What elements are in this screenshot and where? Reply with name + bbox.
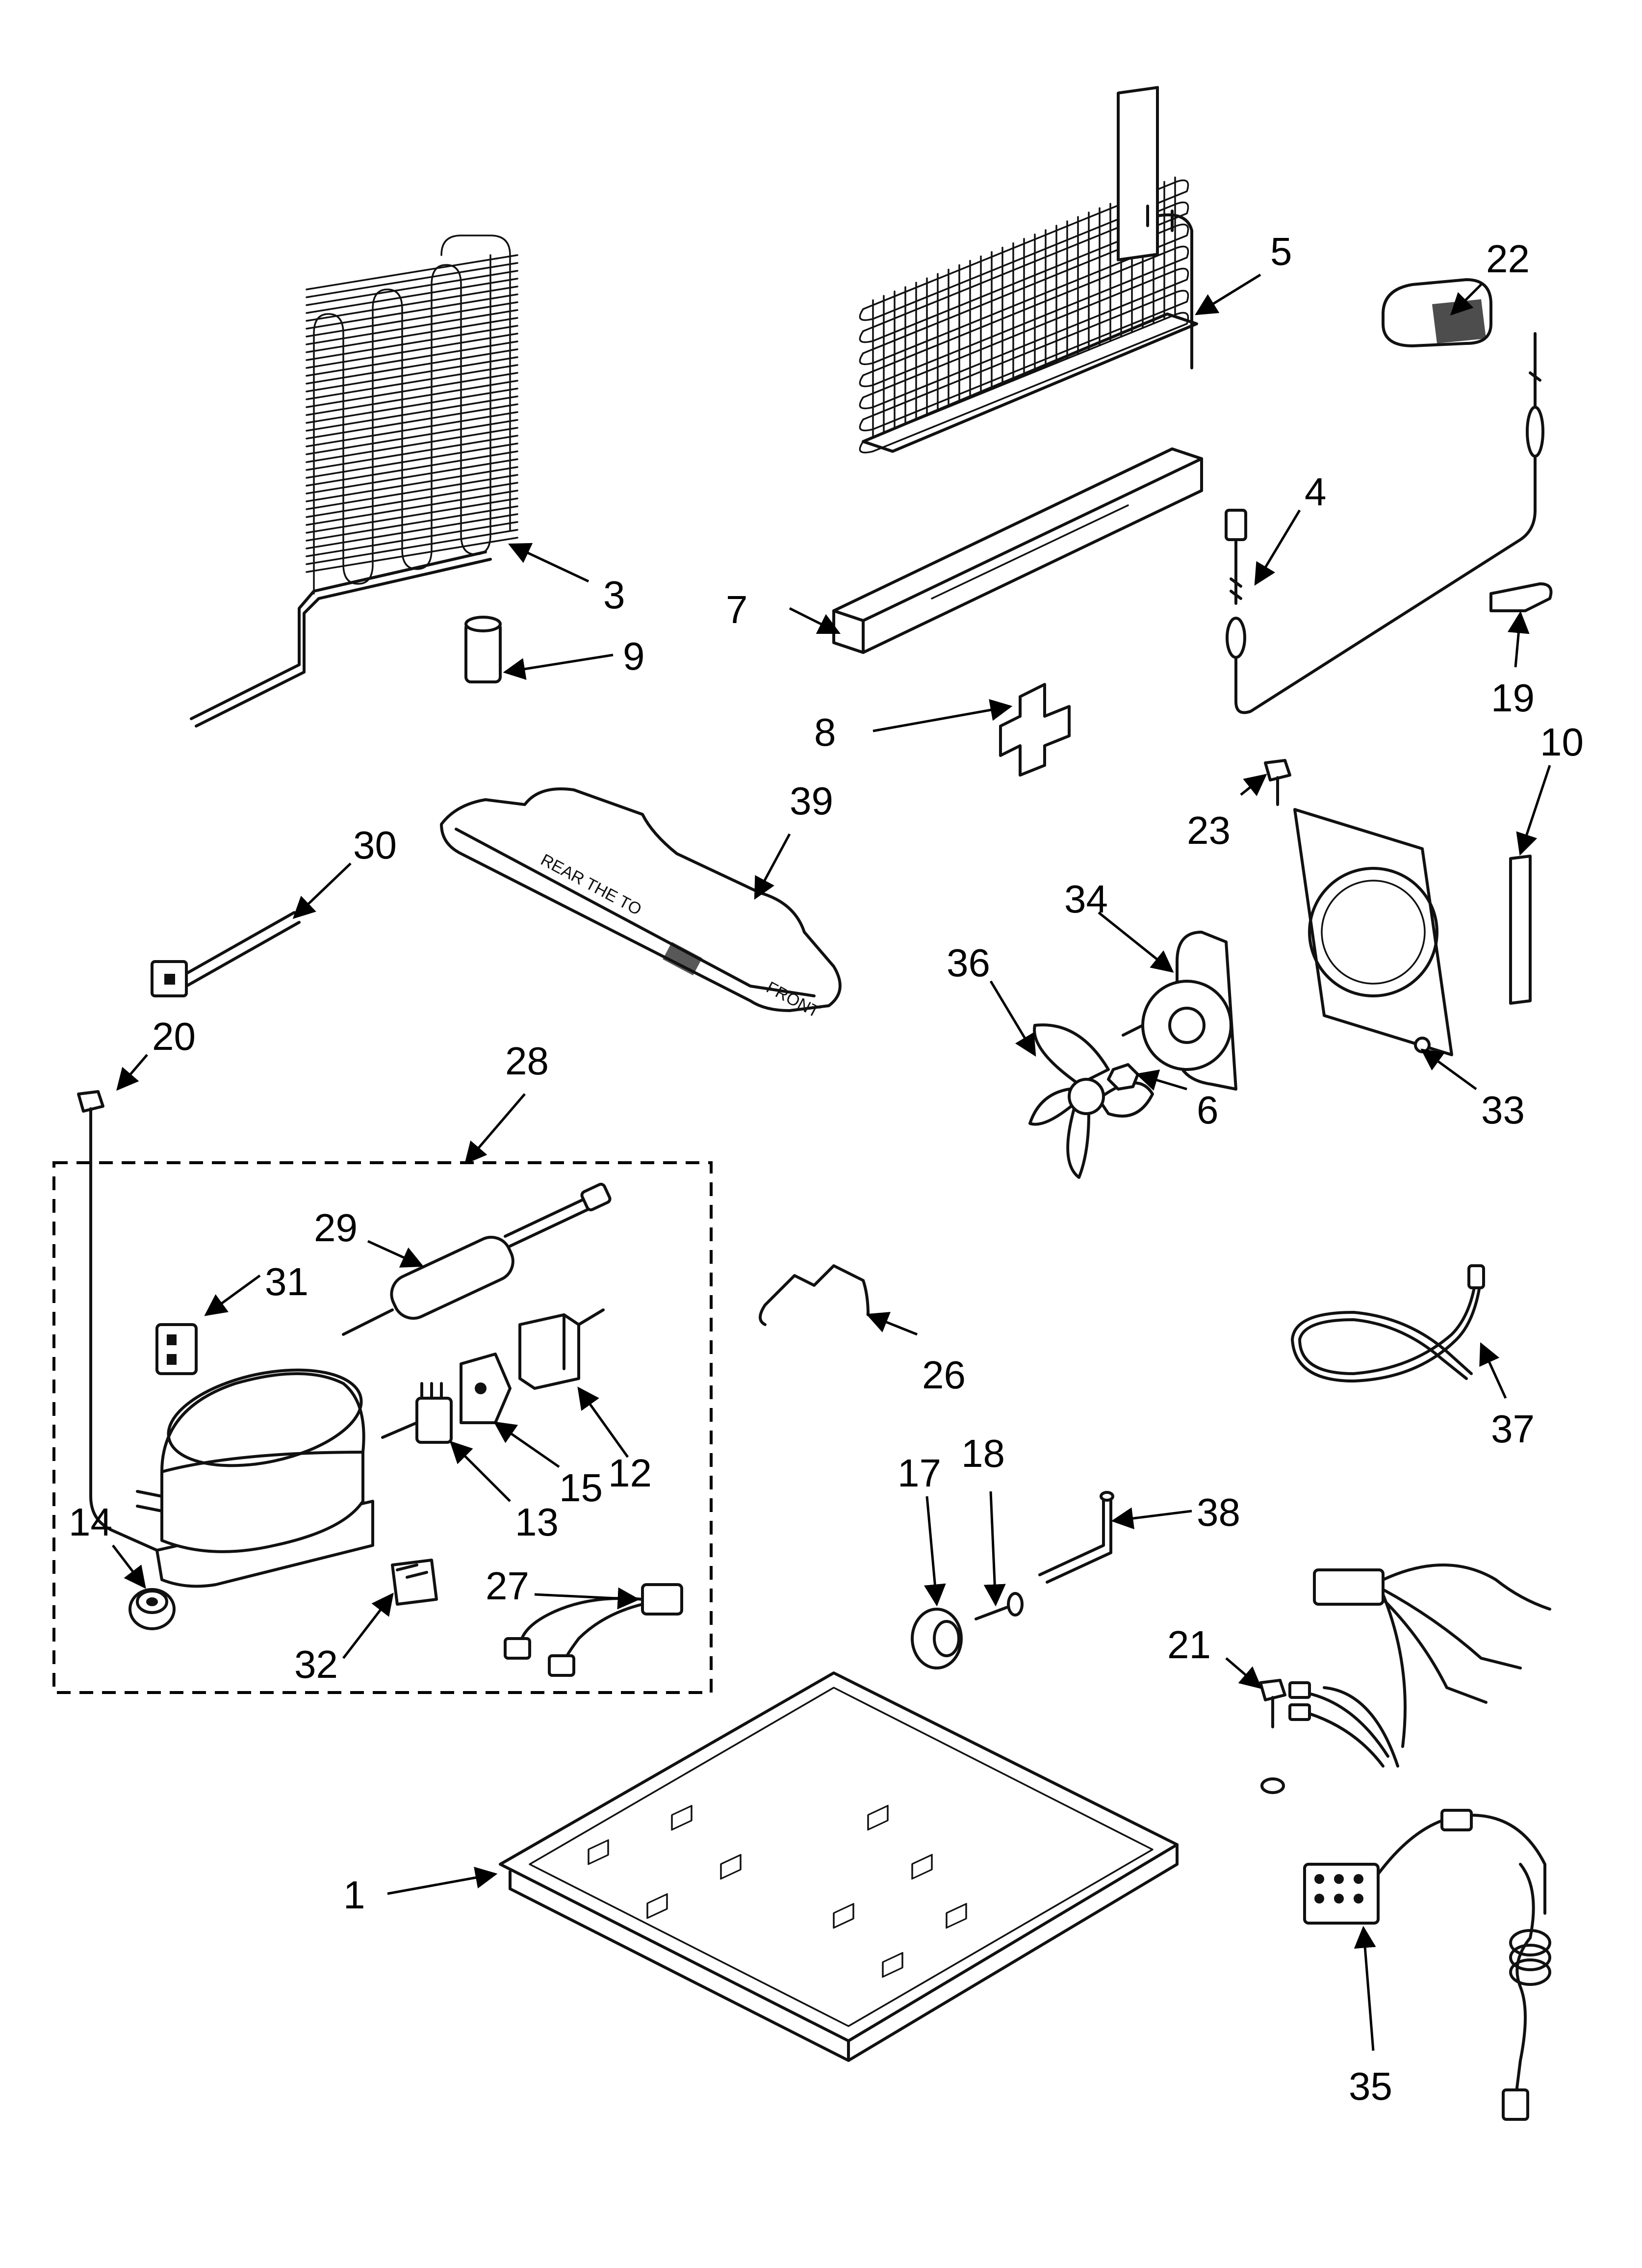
callout-27: 27 [486, 1564, 529, 1608]
callout-4: 4 [1305, 470, 1327, 514]
run-capacitor [391, 1559, 438, 1606]
fan-nut [1107, 1063, 1139, 1091]
relay-cover [518, 1308, 605, 1390]
callout-26: 26 [922, 1353, 966, 1397]
callout-19: 19 [1491, 676, 1535, 720]
drain-pan: REAR THE TO FRONT [440, 787, 842, 1021]
callout-1: 1 [343, 1873, 365, 1917]
base-frame [499, 1671, 1179, 2062]
callout-23: 23 [1187, 808, 1231, 852]
wire-harness [1288, 1564, 1551, 2121]
screw-23 [1264, 759, 1291, 806]
callout-18: 18 [961, 1432, 1005, 1475]
callout-29: 29 [314, 1206, 358, 1250]
callout-31: 31 [265, 1260, 308, 1303]
roller-pin [975, 1592, 1024, 1620]
roller-wheel [911, 1608, 963, 1669]
callout-37: 37 [1491, 1407, 1535, 1451]
fan-motor [1122, 931, 1237, 1091]
bracket-clip [999, 683, 1071, 777]
callout-13: 13 [515, 1500, 559, 1544]
screw-20 [77, 1090, 104, 1135]
callout-20: 20 [152, 1015, 196, 1058]
evaporator [859, 86, 1198, 454]
start-relay [460, 1353, 512, 1424]
sensor-clip [1489, 582, 1553, 612]
foam-strip [1509, 855, 1532, 1005]
callout-14: 14 [69, 1500, 112, 1544]
callout-3: 3 [603, 573, 625, 617]
grommet [128, 1588, 176, 1630]
water-tube [1291, 1264, 1485, 1382]
callout-38: 38 [1197, 1490, 1240, 1534]
filter-drier [342, 1182, 612, 1336]
callout-35: 35 [1349, 2064, 1392, 2108]
callout-9: 9 [623, 634, 645, 678]
leader-lines [112, 273, 1551, 2051]
compressor-kit-box [52, 1161, 713, 1694]
fan-blade [1028, 1023, 1154, 1179]
overload-protector [381, 1382, 453, 1444]
compressor [136, 1368, 374, 1588]
callout-32: 32 [294, 1642, 338, 1686]
thermistor-wire [1225, 332, 1544, 714]
condenser-coil [190, 235, 518, 728]
callout-10: 10 [1540, 720, 1584, 764]
callout-numbers: 1 3 4 5 6 7 8 9 10 12 13 14 15 17 18 19 … [69, 230, 1584, 2108]
ground-wire [89, 1132, 158, 1552]
wire-retainer [759, 1264, 870, 1326]
evaporator-drain-trough [832, 447, 1203, 654]
callout-5: 5 [1270, 230, 1292, 273]
callout-22: 22 [1486, 237, 1530, 281]
fan-shroud [1293, 808, 1453, 1056]
callout-33: 33 [1481, 1088, 1525, 1132]
callout-21: 21 [1167, 1623, 1211, 1667]
callout-17: 17 [898, 1451, 941, 1495]
callout-28: 28 [505, 1039, 549, 1083]
callout-15: 15 [559, 1466, 603, 1510]
cable-tie [151, 911, 301, 997]
callout-6: 6 [1197, 1088, 1219, 1132]
callout-39: 39 [790, 779, 833, 823]
screw-21 [1259, 1679, 1286, 1794]
bend-tube [1038, 1491, 1114, 1584]
terminal-connector [155, 1323, 198, 1375]
callout-12: 12 [608, 1451, 652, 1495]
callout-34: 34 [1064, 877, 1108, 921]
callout-8: 8 [814, 710, 836, 754]
callout-7: 7 [726, 588, 748, 631]
small-cylinder-part [464, 616, 502, 683]
callout-36: 36 [947, 941, 990, 985]
callout-30: 30 [353, 823, 397, 867]
